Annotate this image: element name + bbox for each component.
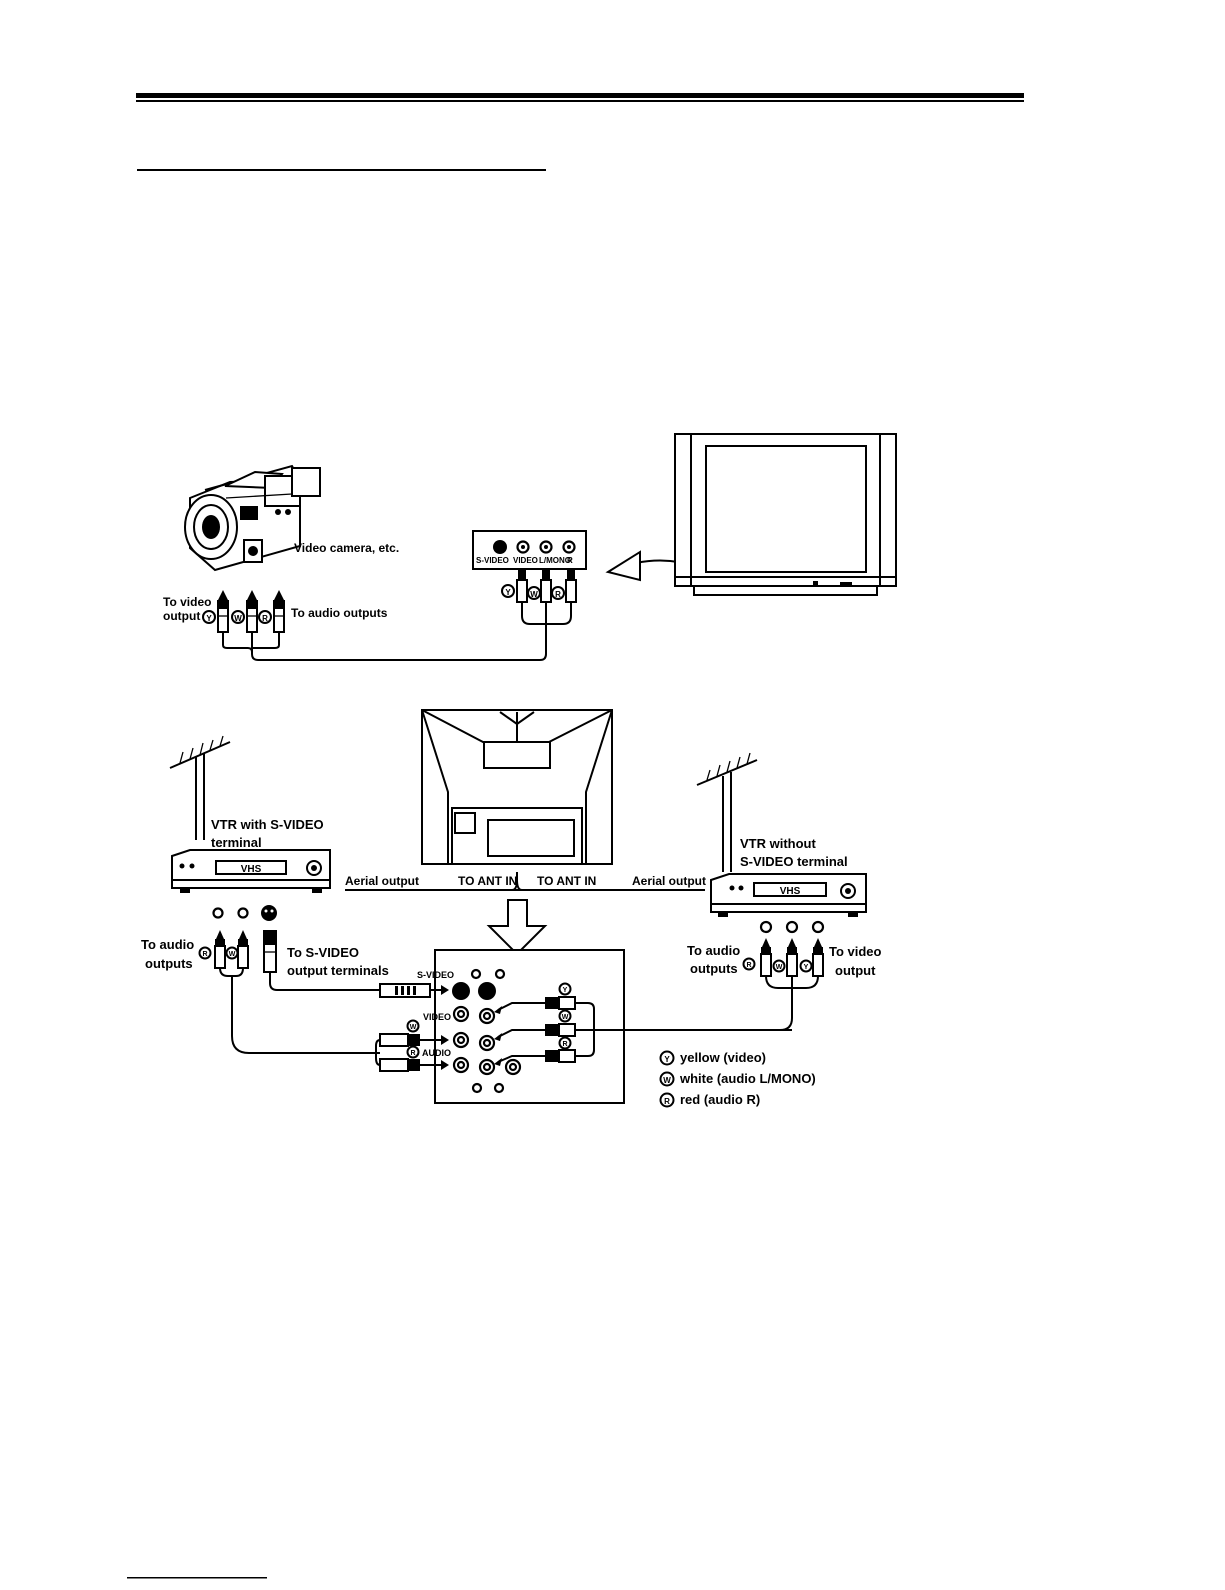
zoom-down-arrow [486, 899, 548, 956]
panel-lmono-label: L/MONO [539, 556, 571, 565]
tv-front-icon [674, 433, 897, 596]
video-output-label-2: output [163, 609, 200, 623]
right-audio-label-1: To audio [687, 943, 740, 958]
right-vtr-deck: VHS [710, 873, 867, 917]
left-vtr-plugs [214, 930, 380, 1054]
rear-av-panel: S-VIDEO VIDEO AUDIO [417, 949, 625, 1104]
camera-label: Video camera, etc. [294, 541, 399, 555]
right-vtr-title-2: S-VIDEO terminal [740, 854, 848, 869]
mark-red: R [562, 1041, 567, 1048]
camera-rca-plugs [217, 590, 285, 638]
left-antenna-icon [169, 735, 231, 840]
left-audio-label-2: outputs [145, 956, 193, 971]
left-vtr-title-2: terminal [211, 835, 262, 850]
header-rule [136, 93, 1024, 102]
tv-rear-icon [421, 709, 613, 865]
ant-in-right-label: TO ANT IN [537, 874, 596, 888]
left-aerial-output-label: Aerial output [345, 874, 419, 888]
left-vtr-deck: VHS [171, 849, 331, 893]
legend-mark-red: R [664, 1097, 670, 1106]
left-vtr-title-1: VTR with S-VIDEO [211, 817, 324, 832]
ant-in-left-label: TO ANT IN [458, 874, 517, 888]
section-heading-rule [137, 169, 546, 171]
legend-mark-yellow: Y [664, 1055, 670, 1064]
rear-video-label: VIDEO [423, 1012, 451, 1022]
mark-red: R [410, 1050, 415, 1057]
video-camera-icon [184, 464, 321, 572]
mark-white: W [410, 1024, 417, 1031]
legend-white-text: white (audio L/MONO) [679, 1071, 816, 1086]
right-antenna-icon [696, 752, 758, 872]
panel-r-label: R [567, 556, 573, 565]
mark-red: R [202, 951, 207, 958]
mark-white: W [229, 951, 236, 958]
footer-rule [127, 1577, 267, 1579]
left-audio-label-1: To audio [141, 937, 194, 952]
rear-audio-label: AUDIO [422, 1048, 451, 1058]
mark-white: W [562, 1014, 569, 1021]
right-vtr-plugs [760, 938, 824, 1031]
mark-red: R [555, 590, 561, 599]
plug-color-legend: Y yellow (video) W white (audio L/MONO) … [659, 1050, 816, 1108]
mark-yellow: Y [563, 987, 568, 994]
right-vtr-title-1: VTR without [740, 836, 816, 851]
left-vhs-label: VHS [241, 864, 262, 875]
panel-video-label: VIDEO [513, 556, 538, 565]
right-aerial-output-label: Aerial output [632, 874, 706, 888]
left-svideo-label-1: To S-VIDEO [287, 945, 359, 960]
mark-yellow: Y [505, 588, 511, 597]
right-panel-connectors: Y W R [494, 982, 792, 1066]
mark-red: R [746, 962, 751, 969]
svideo-jack [493, 540, 507, 554]
mark-white: W [530, 590, 538, 599]
camera-plug-marks: Y W R [202, 610, 272, 624]
mark-white: W [234, 614, 242, 623]
mark-yellow: Y [206, 614, 212, 623]
panel-svideo-label: S-VIDEO [476, 556, 509, 565]
audio-outputs-label: To audio outputs [291, 606, 388, 620]
right-vtr-outputs [759, 920, 825, 934]
left-vtr-outputs [212, 905, 277, 921]
mark-red: R [262, 614, 268, 623]
left-panel-connectors: W R [375, 983, 449, 1072]
panel-rca-plugs [516, 570, 577, 646]
front-av-panel: S-VIDEO VIDEO L/MONO R [472, 530, 587, 570]
legend-yellow-text: yellow (video) [680, 1050, 766, 1065]
right-audio-label-2: outputs [690, 961, 738, 976]
legend-mark-white: W [663, 1076, 671, 1085]
mark-white: W [776, 964, 783, 971]
left-svideo-label-2: output terminals [287, 963, 389, 978]
panel-plug-marks: Y W R [501, 584, 565, 600]
mark-yellow: Y [804, 964, 809, 971]
right-vhs-label: VHS [780, 886, 801, 897]
legend-red-text: red (audio R) [680, 1092, 760, 1107]
rear-svideo-label: S-VIDEO [417, 970, 454, 980]
right-video-label-1: To video [829, 944, 882, 959]
right-video-label-2: output [835, 963, 876, 978]
video-output-label-1: To video [163, 595, 211, 609]
